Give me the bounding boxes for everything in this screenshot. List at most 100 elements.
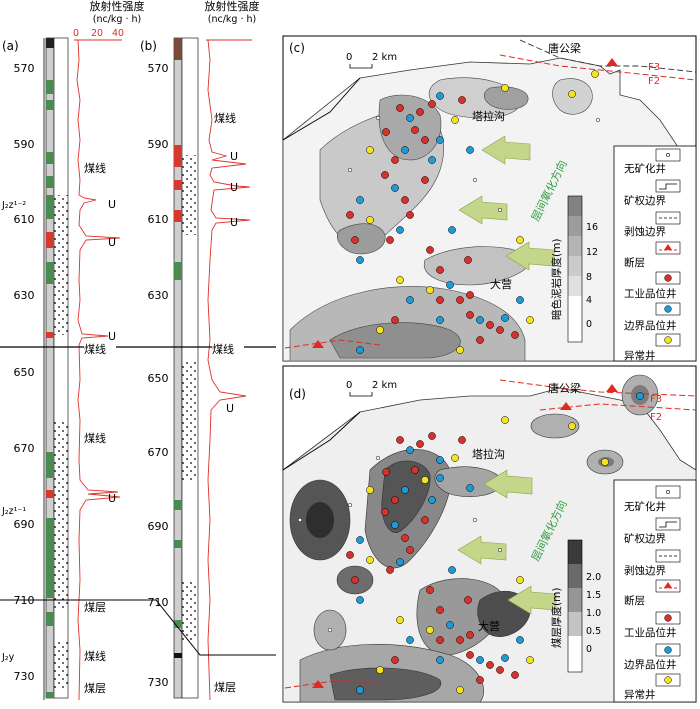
well-marker	[516, 636, 524, 644]
well-marker	[511, 331, 519, 339]
map-d-wells	[297, 392, 644, 694]
well-marker	[476, 676, 484, 684]
well-marker	[375, 115, 381, 121]
well-marker	[391, 496, 399, 504]
map-c-thickness-legend: 16 12 8 4 0 暗色泥岩厚度(m)	[550, 195, 598, 343]
depth-b-590: 590	[148, 138, 169, 151]
column-b	[173, 37, 199, 699]
well-marker	[382, 468, 390, 476]
map-c-wells	[346, 70, 601, 354]
well-marker	[448, 566, 456, 574]
depth-b-630: 630	[148, 289, 169, 302]
well-marker	[436, 92, 444, 100]
place-d-tanggongliang: 唐公梁	[548, 381, 581, 395]
well-marker	[356, 346, 364, 354]
well-marker	[476, 336, 484, 344]
well-marker	[636, 392, 644, 400]
place-c-tanggongliang: 唐公梁	[548, 41, 581, 55]
depth-a-650: 650	[14, 366, 35, 379]
map-c-symbol-legend: 无矿化井 矿权边界 剥蚀边界 断层 工业品位井 边界品位井 异常井	[613, 145, 697, 362]
well-marker	[401, 146, 409, 154]
well-marker	[411, 126, 419, 134]
legend-d-title: 煤层厚度(m)	[550, 588, 563, 648]
well-marker	[351, 236, 359, 244]
well-marker	[396, 436, 404, 444]
well-marker	[406, 446, 414, 454]
well-marker	[346, 551, 354, 559]
legend-c-mining-boundary: 矿权边界	[624, 194, 666, 207]
well-marker	[382, 128, 390, 136]
ticklabel-20: 20	[91, 28, 103, 39]
well-marker	[396, 558, 404, 566]
anno-a-coal-line-1: 煤线	[84, 161, 106, 175]
well-marker	[391, 656, 399, 664]
well-marker	[416, 108, 424, 116]
well-marker	[466, 311, 474, 319]
well-marker	[421, 476, 429, 484]
well-marker	[356, 686, 364, 694]
well-marker	[396, 226, 404, 234]
well-marker	[381, 508, 389, 516]
well-marker	[366, 556, 374, 564]
well-marker	[451, 454, 459, 462]
well-marker	[426, 286, 434, 294]
well-marker	[401, 196, 409, 204]
header-title-b: 放射性强度	[205, 0, 260, 13]
anno-b-u-1: U	[230, 150, 238, 163]
well-marker	[497, 207, 503, 213]
well-marker	[456, 346, 464, 354]
scale-zero-d: 0	[346, 380, 352, 391]
well-marker	[356, 256, 364, 264]
well-marker	[428, 432, 436, 440]
well-marker	[497, 547, 503, 553]
legend-d-anomaly: 异常井	[624, 688, 656, 701]
well-marker	[396, 616, 404, 624]
well-marker	[496, 326, 504, 334]
header-title-a: 放射性强度	[90, 0, 145, 13]
gamma-curve-a	[76, 39, 121, 701]
well-marker	[421, 136, 429, 144]
well-marker	[466, 631, 474, 639]
depth-a-570: 570	[14, 62, 35, 75]
ticklabel-0: 0	[73, 28, 79, 39]
place-c-daying: 大营	[490, 277, 512, 291]
depth-b-650: 650	[148, 372, 169, 385]
well-marker	[456, 636, 464, 644]
well-marker	[472, 517, 478, 523]
well-marker	[356, 536, 364, 544]
well-marker	[346, 211, 354, 219]
well-marker	[516, 296, 524, 304]
anno-a-u-4: U	[108, 492, 116, 505]
legend-c-4: 4	[586, 295, 592, 306]
well-marker	[401, 486, 409, 494]
legend-d-1: 1.0	[586, 608, 601, 619]
well-marker	[396, 104, 404, 112]
legend-d-erosion-boundary: 剥蚀边界	[624, 564, 666, 577]
depth-a-630: 630	[14, 289, 35, 302]
fault-line-d-f2	[539, 403, 697, 411]
legend-d-05: 0.5	[586, 626, 601, 637]
anno-mid-coal-line-b: 煤线	[212, 342, 234, 356]
place-d-talagou: 塔拉沟	[472, 447, 505, 461]
well-marker	[391, 521, 399, 529]
legend-c-anomaly: 异常井	[624, 349, 656, 362]
legend-c-16: 16	[586, 222, 598, 233]
anno-mid-coal-line: 煤线	[84, 342, 106, 356]
map-d-label: (d)	[289, 387, 306, 401]
map-c: (c) 0 2 km 唐公梁 F3 F2 塔拉沟 大营 层间氧化方向 16 12…	[282, 35, 697, 362]
fault-c-f2: F2	[648, 76, 660, 87]
legend-c-boundary-grade: 边界品位井	[624, 319, 677, 332]
well-marker	[406, 114, 414, 122]
well-marker	[568, 90, 576, 98]
map-c-label: (c)	[289, 41, 305, 55]
well-marker	[366, 146, 374, 154]
well-marker	[428, 156, 436, 164]
well-marker	[476, 316, 484, 324]
well-marker	[421, 176, 429, 184]
anno-b-u-4: U	[226, 402, 234, 415]
well-marker	[356, 596, 364, 604]
map-d-symbol-legend: 无矿化井 矿权边界 剥蚀边界 断层 工业品位井 边界品位井 异常井	[613, 479, 697, 703]
fault-d-f2: F2	[650, 412, 662, 423]
ticklabel-40: 40	[112, 28, 124, 39]
